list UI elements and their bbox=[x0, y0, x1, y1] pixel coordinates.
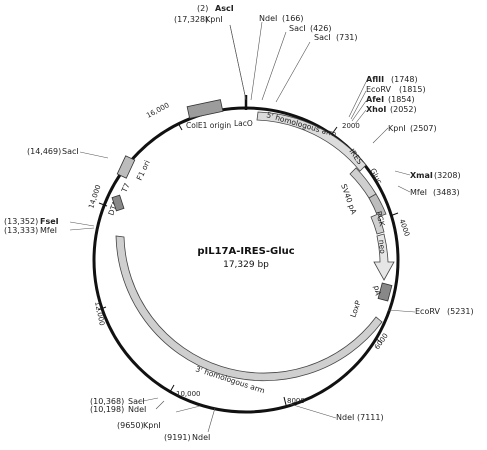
site-label-xhoI: XhoI bbox=[366, 105, 386, 114]
site-pos-xmaI: (3208) bbox=[434, 171, 461, 180]
pgk-arc bbox=[370, 213, 385, 235]
site-pos-afeI: (1854) bbox=[388, 95, 415, 104]
site-label-ndeI-9191: NdeI bbox=[192, 433, 210, 442]
site-pos-sacI-14469: (14,469) bbox=[27, 147, 61, 156]
site-label-afeI: AfeI bbox=[366, 95, 384, 104]
gluc-label: Gluc bbox=[368, 167, 384, 186]
site-pos-sacI-426: (426) bbox=[310, 24, 332, 33]
site-pos-ndeI-166: (166) bbox=[282, 14, 304, 23]
site-label-sacI-426: SacI bbox=[289, 24, 306, 33]
site-label-ascI: AscI bbox=[215, 4, 234, 13]
tick-label-8000: 8000 bbox=[287, 397, 305, 405]
site-pos-kpnI-top: (17,328) bbox=[174, 15, 208, 24]
site-label-sacI-14469: SacI bbox=[62, 147, 79, 156]
site-pos-kpnI-2507: (2507) bbox=[410, 124, 437, 133]
site-label-fseI: FseI bbox=[40, 217, 59, 226]
site-label-mfeI-3483: MfeI bbox=[410, 188, 427, 197]
site-pos-ecoRV-1815: (1815) bbox=[399, 85, 426, 94]
homology-arm-3-arc bbox=[115, 235, 383, 382]
site-label-ecoRV-1815: EcoRV bbox=[366, 85, 391, 94]
cole1-label: ColE1 origin bbox=[186, 121, 231, 130]
site-pos-ndeI-7111: (7111) bbox=[357, 413, 384, 422]
tick-label-12000: 12,000 bbox=[93, 301, 106, 327]
site-pos-ascI: (2) bbox=[197, 4, 208, 13]
plasmid-size: 17,329 bp bbox=[223, 260, 269, 270]
site-pos-fseI: (13,352) bbox=[4, 217, 38, 226]
tick-label-6000: 6000 bbox=[373, 332, 390, 351]
loxp-label: LoxP bbox=[348, 299, 363, 319]
site-pos-kpnI-9650: (9650) bbox=[117, 421, 144, 430]
site-pos-aflII: (1748) bbox=[391, 75, 418, 84]
site-label-ndeI-10198: NdeI bbox=[128, 405, 146, 414]
site-pos-sacI-731: (731) bbox=[336, 33, 358, 42]
pa-label: pA bbox=[372, 285, 383, 297]
site-pos-sacI-10368: (10,368) bbox=[90, 397, 124, 406]
laco-label: LacO bbox=[234, 119, 253, 128]
cole1-box bbox=[186, 99, 224, 119]
neo-arrow bbox=[373, 233, 395, 281]
sv40-label: SV40 pA bbox=[339, 183, 359, 217]
site-pos-ndeI-10198: (10,198) bbox=[90, 405, 124, 414]
site-label-aflII: AflII bbox=[366, 75, 384, 84]
site-label-ndeI-166: NdeI bbox=[259, 14, 277, 23]
pa-box bbox=[377, 282, 393, 302]
pgk-label: PGK bbox=[374, 210, 387, 228]
homology-arm-5-arc bbox=[256, 111, 367, 172]
tick-label-16000: 16,000 bbox=[145, 101, 170, 120]
t7-label: T7 bbox=[119, 181, 132, 194]
site-label-sacI-10368: SacI bbox=[128, 397, 145, 406]
tick-label-14000: 14,000 bbox=[87, 184, 102, 210]
homology-arm-5-label: 5' homologous arm bbox=[265, 110, 337, 139]
site-pos-ecoRV-5231: (5231) bbox=[447, 307, 474, 316]
site-label-mfeI-13333: MfeI bbox=[40, 226, 57, 235]
f1-ori-label: F1 ori bbox=[135, 159, 152, 182]
site-label-kpnI-9650: KpnI bbox=[143, 421, 161, 430]
site-pos-mfeI-3483: (3483) bbox=[433, 188, 460, 197]
site-label-kpnI-top: KpnI bbox=[205, 15, 223, 24]
tick-label-2000: 2000 bbox=[342, 122, 360, 130]
plasmid-name: pIL17A-IRES-Gluc bbox=[197, 246, 294, 257]
site-label-ndeI-7111: NdeI bbox=[336, 413, 354, 422]
t7-box bbox=[116, 155, 136, 179]
site-label-ecoRV-5231: EcoRV bbox=[415, 307, 440, 316]
neo-label: neo bbox=[377, 239, 387, 254]
site-label-xmaI: XmaI bbox=[410, 171, 433, 180]
dta-box bbox=[111, 194, 125, 212]
site-label-sacI-731: SacI bbox=[314, 33, 331, 42]
tick-marks bbox=[97, 122, 399, 406]
site-pos-ndeI-9191: (9191) bbox=[164, 433, 191, 442]
tick-label-10000: 10,000 bbox=[176, 390, 201, 398]
site-pos-xhoI: (2052) bbox=[390, 105, 417, 114]
site-label-kpnI-2507: KpnI bbox=[388, 124, 406, 133]
site-pos-mfeI-13333: (13,333) bbox=[4, 226, 38, 235]
site-leader-lines bbox=[69, 21, 416, 433]
tick-label-4000: 4000 bbox=[397, 218, 411, 237]
